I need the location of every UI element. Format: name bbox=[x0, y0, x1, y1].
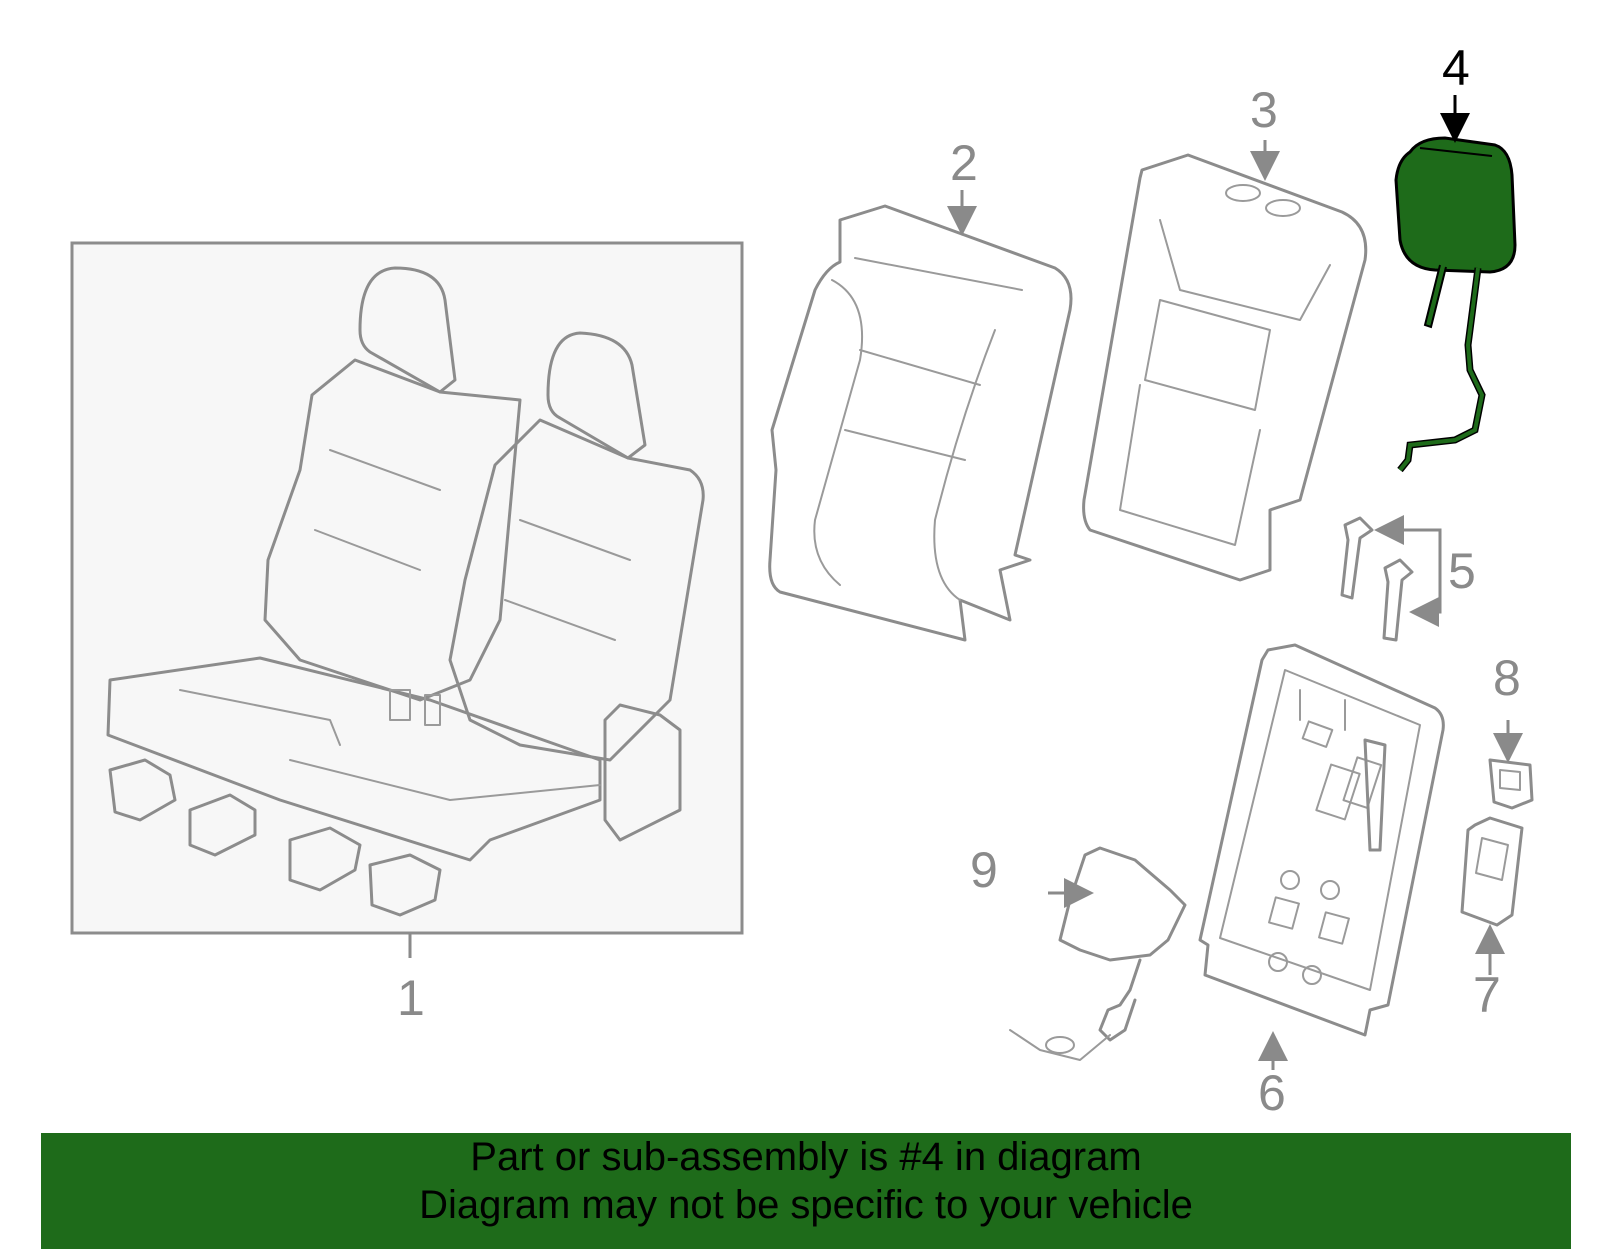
callout-9: 9 bbox=[970, 842, 998, 898]
callout-8: 8 bbox=[1493, 650, 1521, 706]
seat-back-panel bbox=[1198, 643, 1445, 1037]
banner-line-1: Part or sub-assembly is #4 in diagram bbox=[470, 1135, 1142, 1179]
clip bbox=[1488, 758, 1534, 810]
seat-back-cover bbox=[768, 204, 1073, 642]
banner-line-2: Diagram may not be specific to your vehi… bbox=[419, 1183, 1193, 1227]
callout-3: 3 bbox=[1250, 82, 1278, 138]
seat-assembly-inset bbox=[70, 241, 744, 935]
latch-cover bbox=[1460, 816, 1524, 927]
callout-7: 7 bbox=[1473, 967, 1501, 1023]
callout-6: 6 bbox=[1258, 1065, 1286, 1121]
guide-pins bbox=[1340, 516, 1414, 642]
callout-2: 2 bbox=[950, 135, 978, 191]
callout-4: 4 bbox=[1442, 40, 1470, 96]
headrest-part-4 bbox=[1394, 136, 1517, 473]
headrest-pad bbox=[1394, 136, 1517, 274]
seat-back-frame bbox=[1082, 153, 1368, 582]
callout-5: 5 bbox=[1448, 543, 1476, 599]
recliner-mechanism bbox=[1009, 738, 1387, 1061]
info-banner: Part or sub-assembly is #4 in diagram Di… bbox=[41, 1133, 1571, 1249]
callout-1: 1 bbox=[397, 970, 425, 1026]
